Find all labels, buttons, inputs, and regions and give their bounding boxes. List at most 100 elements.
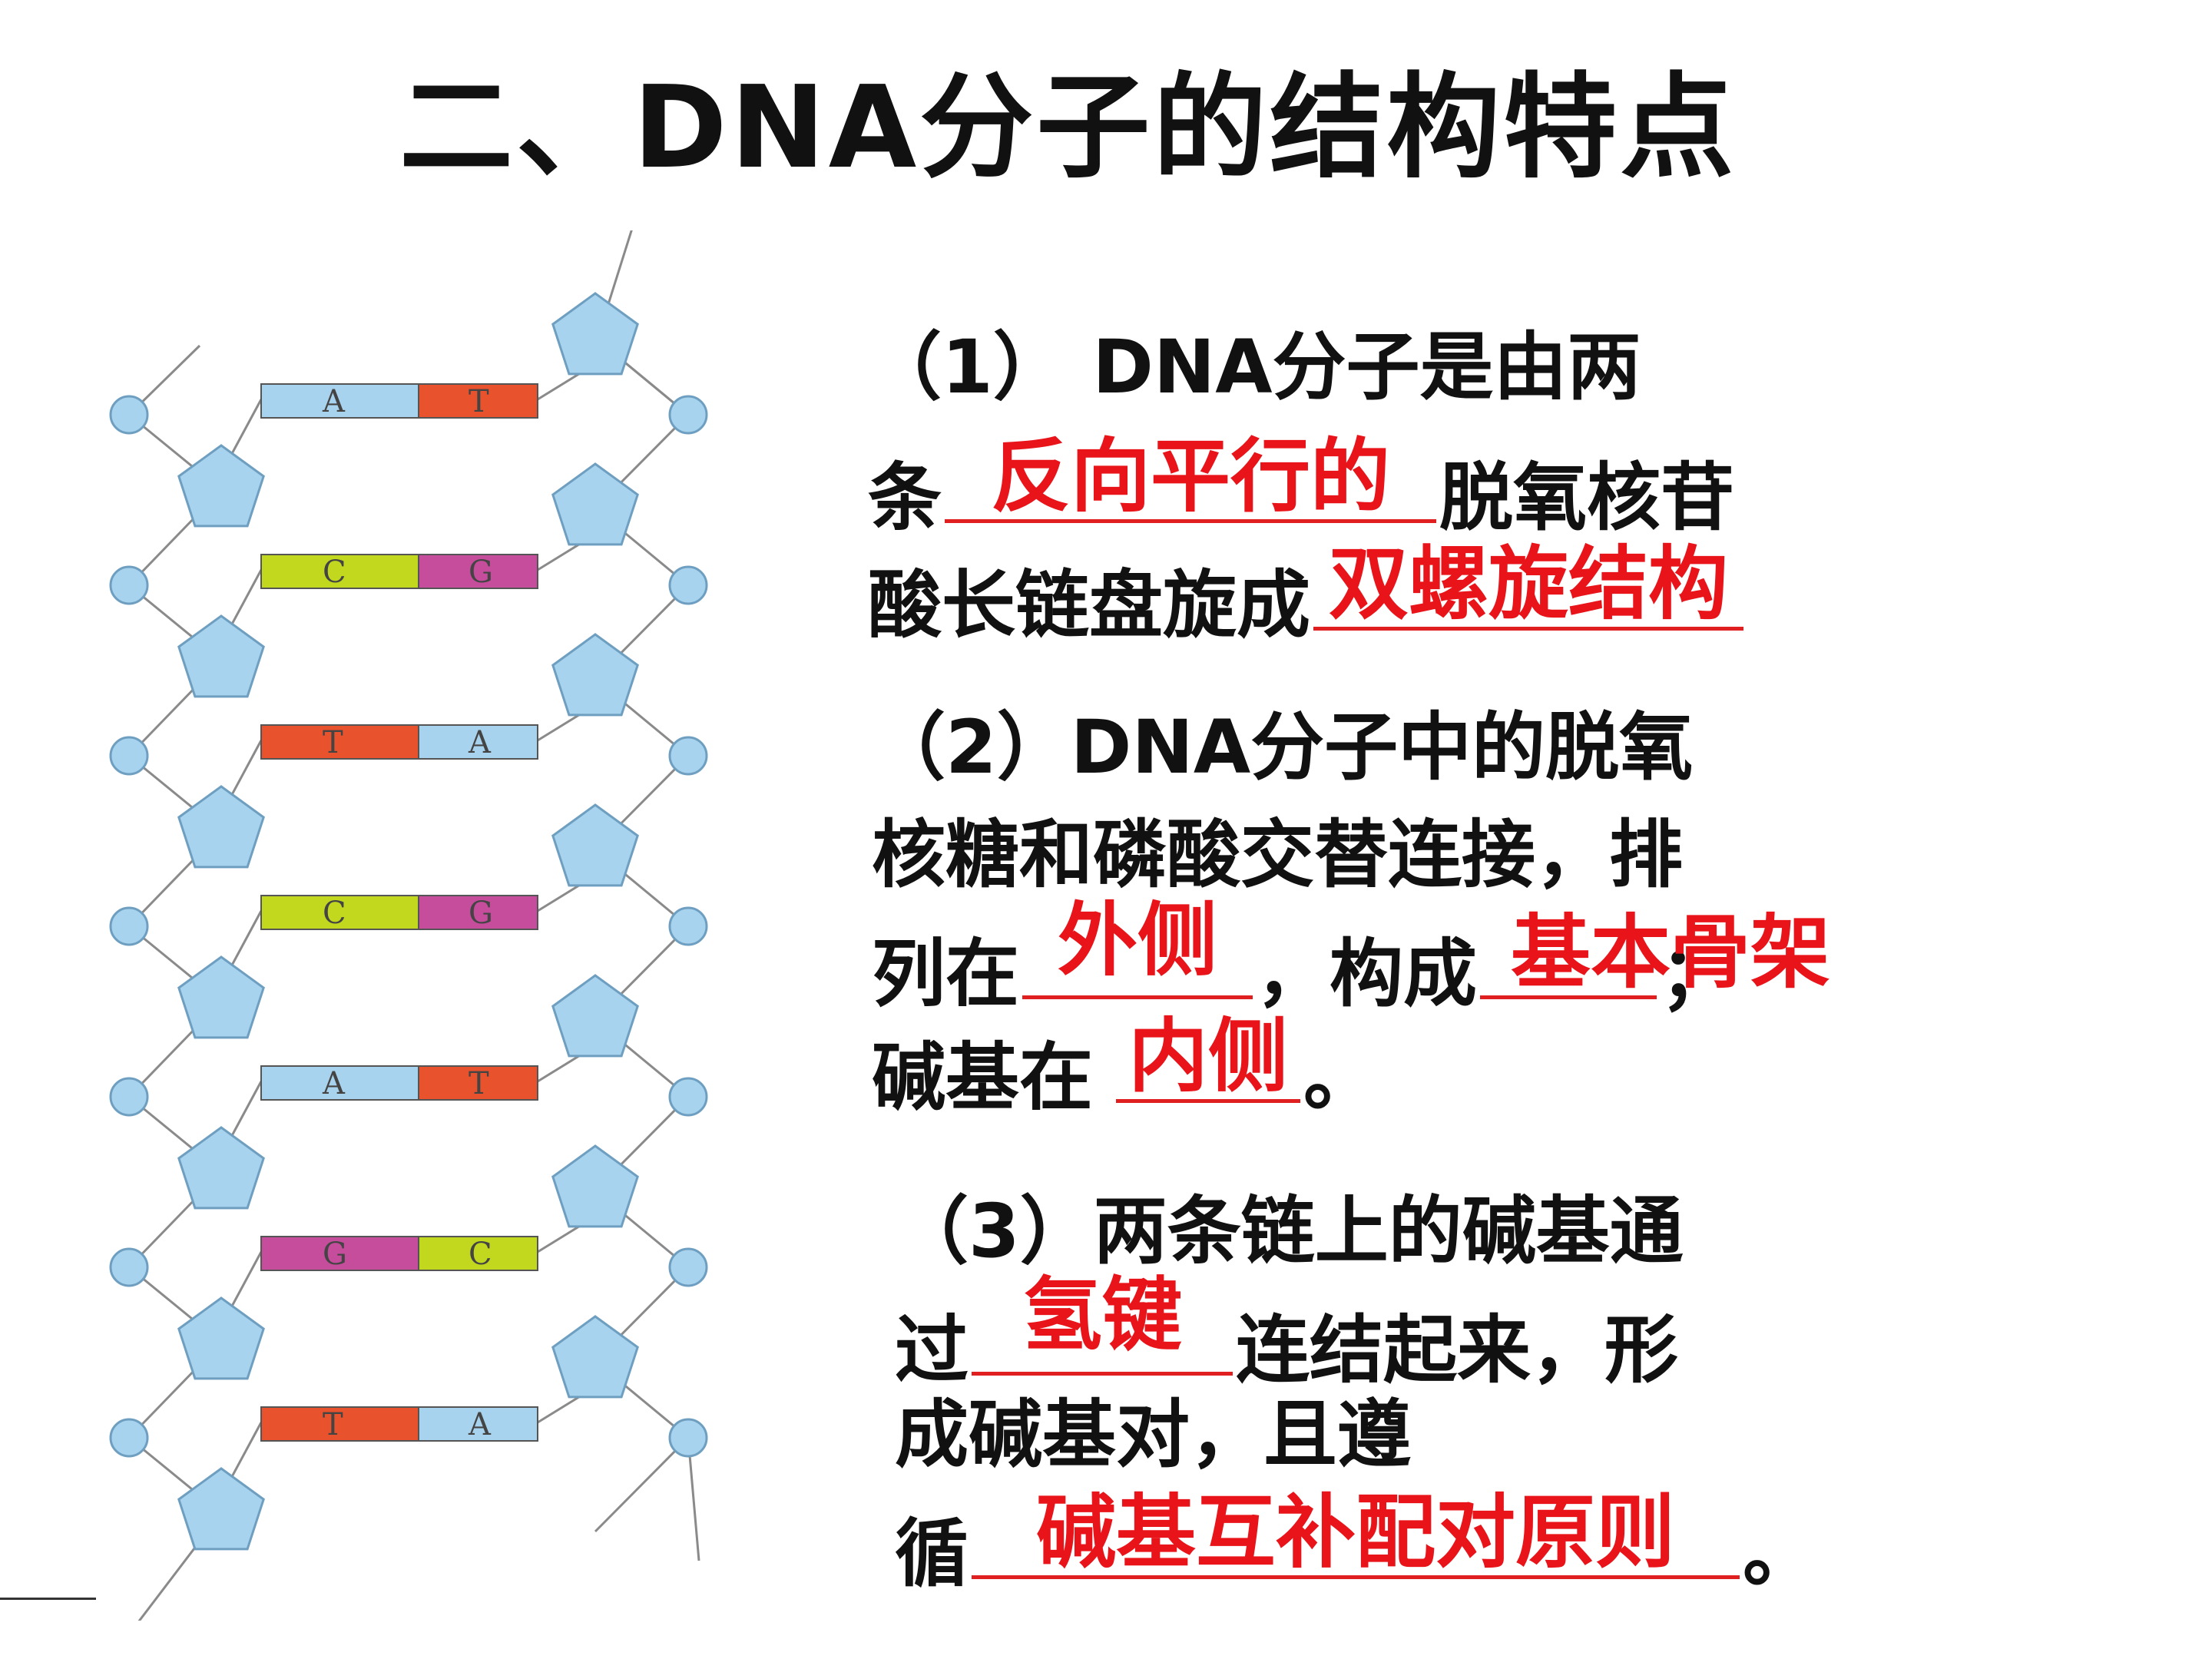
item-1-blank-2: 双螺旋结构 <box>1313 544 1743 631</box>
page-title: 二、DNA分子的结构特点 <box>399 61 1737 194</box>
item-2-line-3: 列在外侧，构成基本骨架； <box>872 900 1830 1011</box>
phosphate-right <box>668 1247 708 1287</box>
phosphate-left <box>109 1247 149 1287</box>
base-label-right: G <box>469 896 493 931</box>
deoxyribose-left <box>177 1126 265 1210</box>
item-2-text: ； <box>1660 931 1734 1017</box>
item-1-text: 酸长链盘旋成 <box>868 562 1310 648</box>
base-right <box>418 554 538 589</box>
deoxyribose-left <box>177 444 265 528</box>
item-3-line-3: 成碱基对，且遵 <box>895 1392 1411 1478</box>
item-2-line-4: 碱基在内侧。 <box>872 1016 1377 1114</box>
phosphate-right <box>668 565 708 605</box>
item-2-blank-1: 外侧 <box>1022 900 1253 999</box>
phosphate-right <box>668 1418 708 1458</box>
deoxyribose-left <box>177 614 265 698</box>
phosphate-left <box>109 395 149 435</box>
base-label-right: C <box>469 1237 492 1272</box>
item-2-line-2: 核糖和磷酸交替连接，排 <box>872 812 1683 898</box>
phosphate-left <box>109 736 149 776</box>
backbone-bond <box>227 740 263 801</box>
item-2-answer-2: 基本骨架 <box>1511 906 1831 999</box>
item-3-line-2: 过氢键连结起来，形 <box>895 1275 1678 1387</box>
base-right <box>418 895 538 930</box>
item-3-answer-2: 碱基互补配对原则 <box>1035 1485 1676 1579</box>
phosphate-right <box>668 1077 708 1117</box>
base-right <box>418 1065 538 1101</box>
item-1-text: 条 <box>868 455 942 541</box>
base-label-right: A <box>468 1407 492 1442</box>
backbone-bond <box>227 910 263 972</box>
base-left <box>260 1236 419 1271</box>
item-1-blank-1: 反向平行的 <box>945 436 1436 523</box>
base-left <box>260 1406 419 1442</box>
deoxyribose-right <box>551 974 639 1058</box>
deoxyribose-left <box>177 1467 265 1551</box>
item-2-text: 。 <box>1303 1035 1377 1121</box>
item-2-answer-3: 内侧 <box>1128 1009 1289 1103</box>
item-3-blank-2: 碱基互补配对原则 <box>972 1492 1740 1579</box>
base-left <box>260 554 419 589</box>
base-left <box>260 724 419 760</box>
item-3-line-1: （3）两条链上的碱基通 <box>895 1188 1684 1274</box>
base-right <box>418 383 538 419</box>
base-right <box>418 1406 538 1442</box>
deoxyribose-left <box>177 955 265 1039</box>
item-2-line-1: （2）DNA分子中的脱氧 <box>872 704 1694 790</box>
item-1-answer-2: 双螺旋结构 <box>1328 537 1729 631</box>
deoxyribose-left <box>177 785 265 869</box>
base-label-left: G <box>323 1237 347 1272</box>
deoxyribose-right <box>551 292 639 376</box>
backbone-bond <box>227 569 263 631</box>
item-1-line-3: 酸长链盘旋成双螺旋结构 <box>868 544 1747 642</box>
base-label-left: C <box>323 555 346 590</box>
base-left <box>260 1065 419 1101</box>
item-1-text: 脱氧核苷 <box>1439 455 1734 541</box>
deoxyribose-right <box>551 633 639 717</box>
deoxyribose-right <box>551 1315 639 1399</box>
item-1-line-2: 条反向平行的脱氧核苷 <box>868 436 1734 535</box>
item-2-answer-1: 外侧 <box>1057 893 1218 987</box>
deoxyribose-right <box>551 803 639 887</box>
backbone-bond <box>594 1436 690 1533</box>
base-label-left: T <box>323 725 343 760</box>
item-2-blank-2: 基本骨架 <box>1480 912 1830 999</box>
phosphate-left <box>109 1077 149 1117</box>
item-3-text: 过 <box>895 1307 969 1393</box>
base-left <box>260 895 419 930</box>
base-left <box>260 383 419 419</box>
phosphate-left <box>109 906 149 946</box>
base-label-right: T <box>469 1066 489 1101</box>
backbone-bond <box>227 399 263 460</box>
item-2-blank-3: 内侧 <box>1116 1016 1300 1103</box>
backbone-bond <box>227 1422 263 1483</box>
item-3-line-4: 循碱基互补配对原则。 <box>895 1492 1816 1591</box>
base-label-left: A <box>322 1066 346 1101</box>
phosphate-right <box>668 736 708 776</box>
phosphate-right <box>668 395 708 435</box>
backbone-bond <box>227 1081 263 1142</box>
base-right <box>418 1236 538 1271</box>
deoxyribose-right <box>551 1144 639 1228</box>
deoxyribose-right <box>551 462 639 546</box>
base-label-right: A <box>468 725 492 760</box>
phosphate-right <box>668 906 708 946</box>
corner-divider <box>0 1598 96 1600</box>
item-1-answer-1: 反向平行的 <box>990 429 1391 523</box>
deoxyribose-left <box>177 1296 265 1380</box>
item-2-text: 列在 <box>872 931 1019 1017</box>
base-label-left: T <box>323 1407 343 1442</box>
base-right <box>418 724 538 760</box>
item-3-text: 。 <box>1743 1511 1816 1597</box>
item-3-answer-1: 氢键 <box>1022 1268 1183 1362</box>
base-label-left: C <box>323 896 346 931</box>
base-label-right: G <box>469 555 493 590</box>
phosphate-left <box>109 1418 149 1458</box>
item-3-blank-1: 氢键 <box>972 1275 1233 1376</box>
item-3-text: 连结起来，形 <box>1236 1307 1678 1393</box>
item-1-line-1: （1） DNA分子是由两 <box>868 324 1641 410</box>
item-2-text: ，构成 <box>1256 931 1477 1017</box>
base-label-left: A <box>322 384 346 419</box>
item-2-text: 碱基在 <box>872 1035 1093 1121</box>
